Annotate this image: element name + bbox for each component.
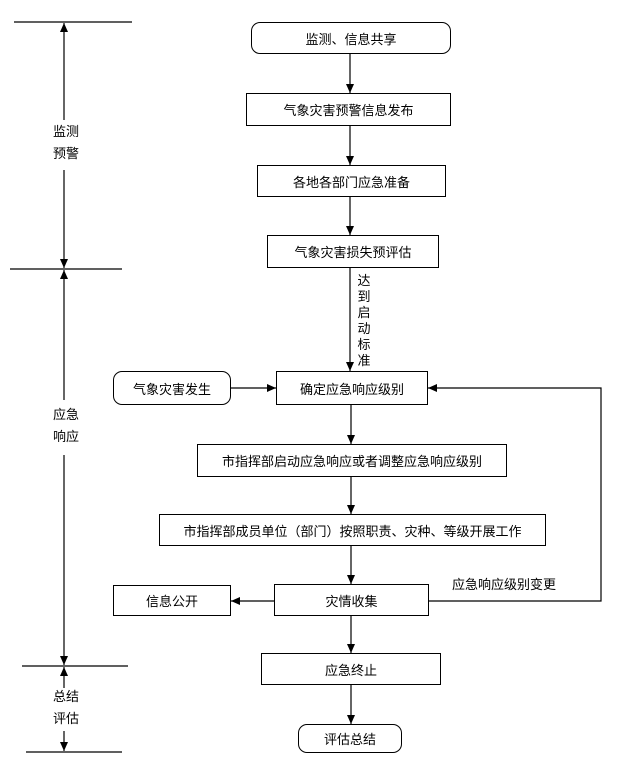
step-collect-info: 灾情收集 (274, 584, 429, 616)
phase-label-monitor: 监测 预警 (44, 122, 88, 166)
label-reach-standard-char: 标 (357, 338, 371, 353)
phase-label-summary: 总结 评估 (44, 687, 88, 731)
side-info-public: 信息公开 (113, 585, 231, 616)
label-reach-standard-char: 达 (357, 274, 371, 289)
step-terminate: 应急终止 (261, 653, 441, 685)
step-monitor-share: 监测、信息共享 (251, 22, 451, 54)
label-reach-standard: 达 到 启 动 标 准 (356, 274, 372, 370)
side-disaster-occurs: 气象灾害发生 (113, 371, 231, 405)
label-reach-standard-char: 启 (357, 306, 371, 321)
step-warning-release: 气象灾害预警信息发布 (246, 93, 451, 126)
arrow-level-change-loop (428, 384, 602, 602)
step-loss-assessment: 气象灾害损失预评估 (267, 235, 439, 268)
label-level-change: 应急响应级别变更 (452, 578, 557, 593)
step-start-adjust: 市指挥部启动应急响应或者调整应急响应级别 (197, 444, 507, 477)
phase-label-response-line1: 应急 (52, 408, 79, 423)
label-reach-standard-char: 准 (357, 354, 371, 369)
step-member-units: 市指挥部成员单位（部门）按照职责、灾种、等级开展工作 (159, 514, 546, 546)
phase-label-monitor-line2: 预警 (52, 147, 79, 162)
phase-label-summary-line2: 评估 (52, 712, 79, 727)
phase-label-monitor-line1: 监测 (52, 125, 79, 140)
phase-label-response: 应急 响应 (44, 405, 88, 449)
step-prepare: 各地各部门应急准备 (257, 165, 446, 197)
step-determine-level: 确定应急响应级别 (276, 371, 428, 405)
phase-label-response-line2: 响应 (52, 430, 79, 445)
step-evaluate: 评估总结 (298, 724, 402, 753)
label-reach-standard-char: 到 (357, 290, 371, 305)
label-reach-standard-char: 动 (357, 322, 371, 337)
phase-label-summary-line1: 总结 (52, 690, 79, 705)
